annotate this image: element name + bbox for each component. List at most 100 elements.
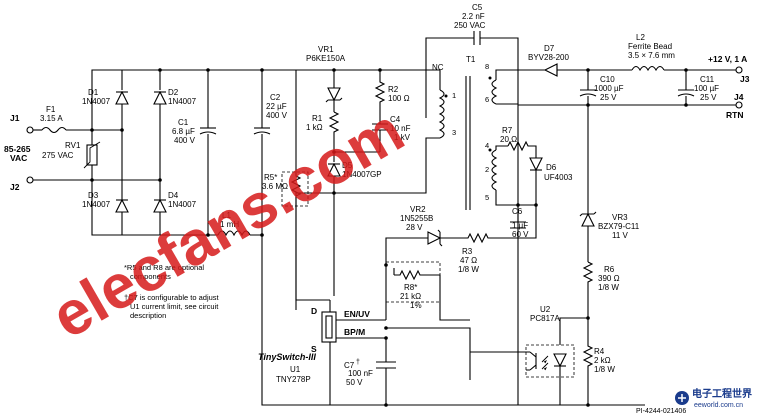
c6-value1: 1 µF (512, 221, 528, 230)
r6-value2: 1/8 W (598, 283, 619, 292)
nc-label: NC (432, 63, 444, 72)
d7-ref: D7 (544, 44, 555, 53)
pin-5: 5 (485, 193, 489, 202)
resistor-r3 (440, 232, 500, 244)
r1-value: 1 kΩ (306, 123, 323, 132)
j4-terminal (735, 101, 743, 109)
secondary-winding (491, 79, 498, 105)
primary-winding (438, 89, 445, 139)
j4-label: J4 (734, 92, 744, 102)
diode-d2 (153, 90, 167, 105)
output-stage: D7 BYV28-200 C10 1000 µF 25 V L2 Ferrite… (518, 33, 750, 120)
c5-value2: 250 VAC (454, 21, 486, 30)
j1-label: J1 (10, 113, 20, 123)
l1-ref: L1 (222, 211, 231, 220)
diode-d1 (115, 90, 129, 105)
ferrite-bead-l2 (631, 65, 665, 72)
c11-value2: 25 V (700, 93, 717, 102)
transformer-t1: C5 2.2 nF 250 VAC NC T1 1 3 8 6 4 2 5 (334, 3, 545, 405)
c2-ref: C2 (270, 93, 281, 102)
r2-value: 100 Ω (388, 94, 410, 103)
r4-value2: 1/8 W (594, 365, 615, 374)
j2-label: J2 (10, 182, 20, 192)
r2-ref: R2 (388, 85, 399, 94)
c2-value1: 22 µF (266, 102, 287, 111)
inductor-l1 (217, 230, 251, 237)
j3-label: J3 (740, 74, 750, 84)
vr3-value2: 11 V (612, 231, 629, 240)
diode-d7 (543, 63, 558, 77)
pin-4: 4 (485, 141, 489, 150)
part-number: PI-4244-021406 (636, 408, 686, 415)
t1-ref: T1 (466, 55, 476, 64)
d3-ref: D3 (88, 191, 99, 200)
d3-value: 1N4007 (82, 200, 111, 209)
l2-ref: L2 (636, 33, 645, 42)
r7-ref: R7 (502, 126, 513, 135)
eeworld-logo-cn: 电子工程世界 (692, 387, 752, 400)
diode-d6 (529, 157, 543, 172)
diode-d3 (115, 198, 129, 213)
d2-ref: D2 (168, 88, 179, 97)
r5-optional-box (281, 171, 309, 207)
vr3-value1: BZX79-C11 (598, 222, 640, 231)
eeworld-logo: 电子工程世界 eeworld.com.cn (675, 387, 752, 409)
resistor-r1 (328, 111, 340, 152)
fuse-f1 (41, 126, 67, 134)
j3-terminal (735, 66, 743, 74)
u2-value: PC817A (530, 314, 560, 323)
varistor-rv1 (86, 144, 98, 166)
note-c7-line2: U1 current limit, see circuit (130, 302, 219, 311)
pin-1: 1 (452, 91, 456, 100)
c10-value2: 25 V (600, 93, 617, 102)
vr1-ref: VR1 (318, 45, 334, 54)
optocoupler-u2 (525, 344, 575, 378)
pin-d-label: D (311, 306, 317, 316)
j2-terminal (26, 176, 34, 184)
r4-ref: R4 (594, 347, 605, 356)
c4-ref: C4 (390, 115, 401, 124)
tvs-vr1 (327, 87, 341, 102)
diode-d4 (153, 198, 167, 213)
d4-value: 1N4007 (168, 200, 197, 209)
r8-value1: 21 kΩ (400, 292, 421, 301)
r3-value1: 47 Ω (460, 256, 477, 265)
c7-ref: C7 (344, 361, 355, 370)
zener-vr2 (427, 231, 442, 245)
bias-supply: R7 20 Ω D6 UF4003 C6 1 µF 60 V R3 47 Ω 1… (384, 126, 573, 380)
d7-value: BYV28-200 (528, 53, 569, 62)
r6-value1: 390 Ω (598, 274, 620, 283)
eeworld-logo-url: eeworld.com.cn (694, 402, 743, 409)
c5-ref: C5 (472, 3, 483, 12)
d1-value: 1N4007 (82, 97, 111, 106)
vac-label-line2: VAC (10, 153, 27, 163)
c7-value2: 50 V (346, 378, 363, 387)
c7-value1: 100 nF (348, 369, 373, 378)
resistor-r4 (582, 318, 594, 405)
r8-optional-box (385, 261, 441, 303)
input-section: J1 J2 85-265 VAC F1 3.15 A RV1 275 VAC (4, 69, 122, 236)
r8-ref: R8* (404, 283, 417, 292)
f1-value: 3.15 A (40, 114, 63, 123)
d5-value: 1N4007GP (342, 170, 382, 179)
output-label: +12 V, 1 A (708, 54, 747, 64)
l2-value2: 3.5 × 7.6 mm (628, 51, 675, 60)
c2-value2: 400 V (266, 111, 288, 120)
u1-value: TNY278P (276, 375, 311, 384)
rv1-value: 275 VAC (42, 151, 74, 160)
pin-en-label: EN/UV (344, 309, 370, 319)
f1-ref: F1 (46, 105, 56, 114)
pin-bp-label: BP/M (344, 327, 365, 337)
c11-value1: 100 µF (694, 84, 719, 93)
d2-value: 1N4007 (168, 97, 197, 106)
note-r5-r8-line2: components (130, 272, 171, 281)
c10-ref: C10 (600, 75, 615, 84)
pin-3: 3 (452, 128, 456, 137)
r4-value1: 2 kΩ (594, 356, 611, 365)
r6-ref: R6 (604, 265, 615, 274)
r5-ref: R5* (264, 173, 277, 182)
tinyswitch-label: TinySwitch-III (258, 352, 316, 362)
u2-ref: U2 (540, 305, 551, 314)
u1-package (321, 311, 337, 343)
